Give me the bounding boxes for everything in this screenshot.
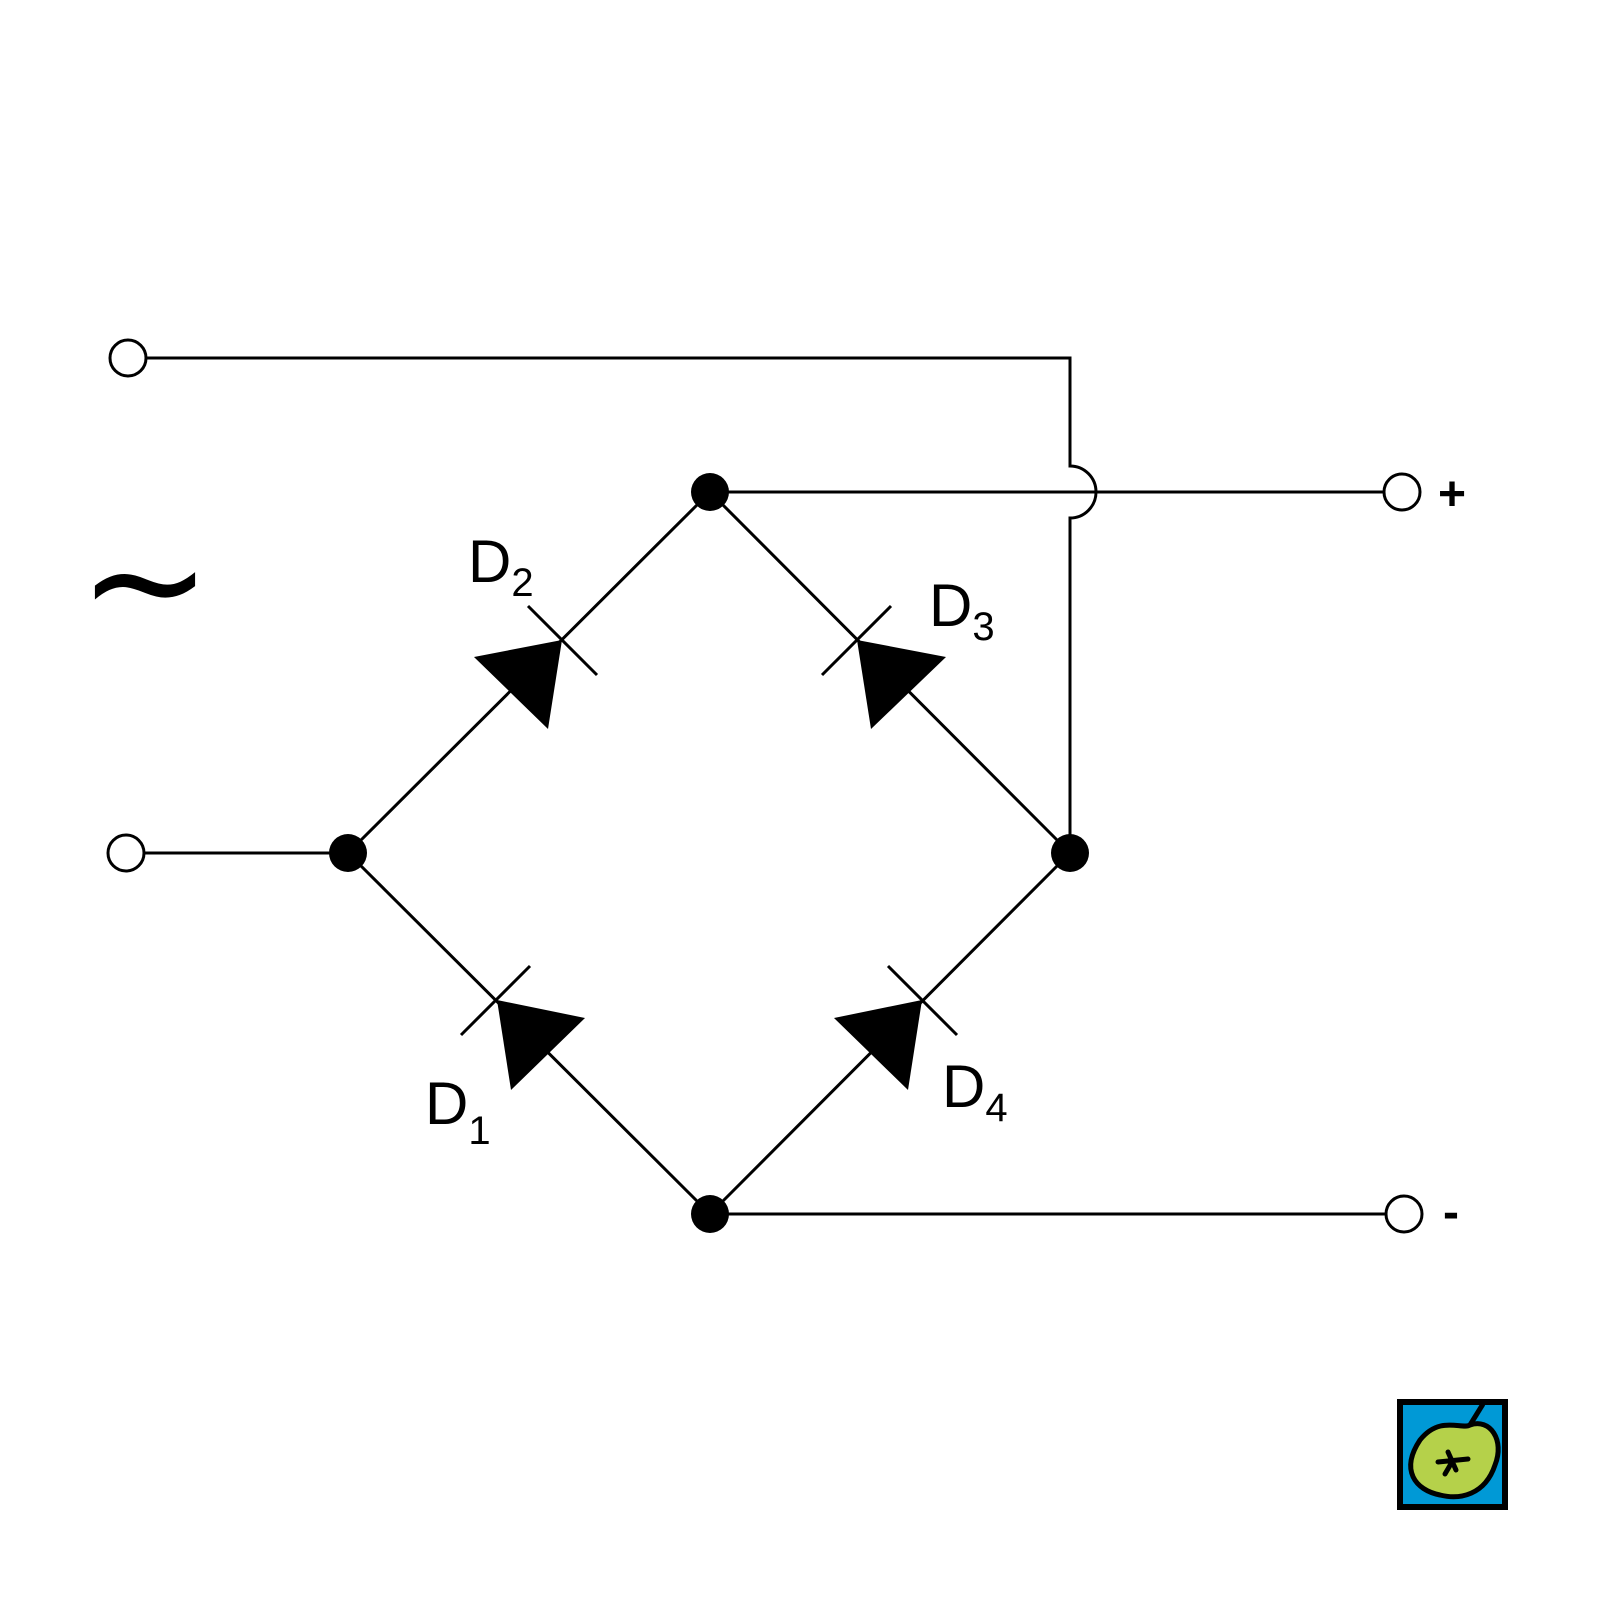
wires (144, 356, 1386, 1216)
label-d1: D1 (425, 1070, 491, 1153)
ac-tilde-icon: ~ (78, 487, 212, 674)
wire-ac-top (146, 356, 1098, 853)
terminal-ac-top (108, 338, 148, 378)
diode-d4-cathode-bar (886, 964, 959, 1037)
diode-d2-cathode-bar (526, 604, 599, 677)
diode-d1-anode (497, 1000, 585, 1090)
diode-triangles (474, 640, 946, 1090)
label-d2: D2 (468, 528, 534, 605)
apple-logo-icon (1397, 1399, 1508, 1510)
node-left (329, 834, 367, 872)
terminals (106, 338, 1424, 1234)
label-positive: + (1438, 468, 1466, 521)
terminal-ac-left (106, 833, 146, 873)
label-d3: D3 (929, 572, 995, 649)
junction-nodes (329, 473, 1089, 1233)
node-bottom (691, 1195, 729, 1233)
diode-d2-anode (474, 640, 562, 729)
diode-d3-anode (857, 640, 946, 729)
diode-d4-anode (834, 1000, 922, 1090)
terminal-negative (1384, 1194, 1424, 1234)
node-top (691, 473, 729, 511)
terminal-positive (1382, 472, 1422, 512)
node-right (1051, 834, 1089, 872)
diode-d3-cathode-bar (820, 604, 893, 677)
label-d4: D4 (942, 1053, 1008, 1130)
diode-d1-cathode-bar (459, 964, 532, 1037)
label-negative: - (1443, 1186, 1459, 1239)
